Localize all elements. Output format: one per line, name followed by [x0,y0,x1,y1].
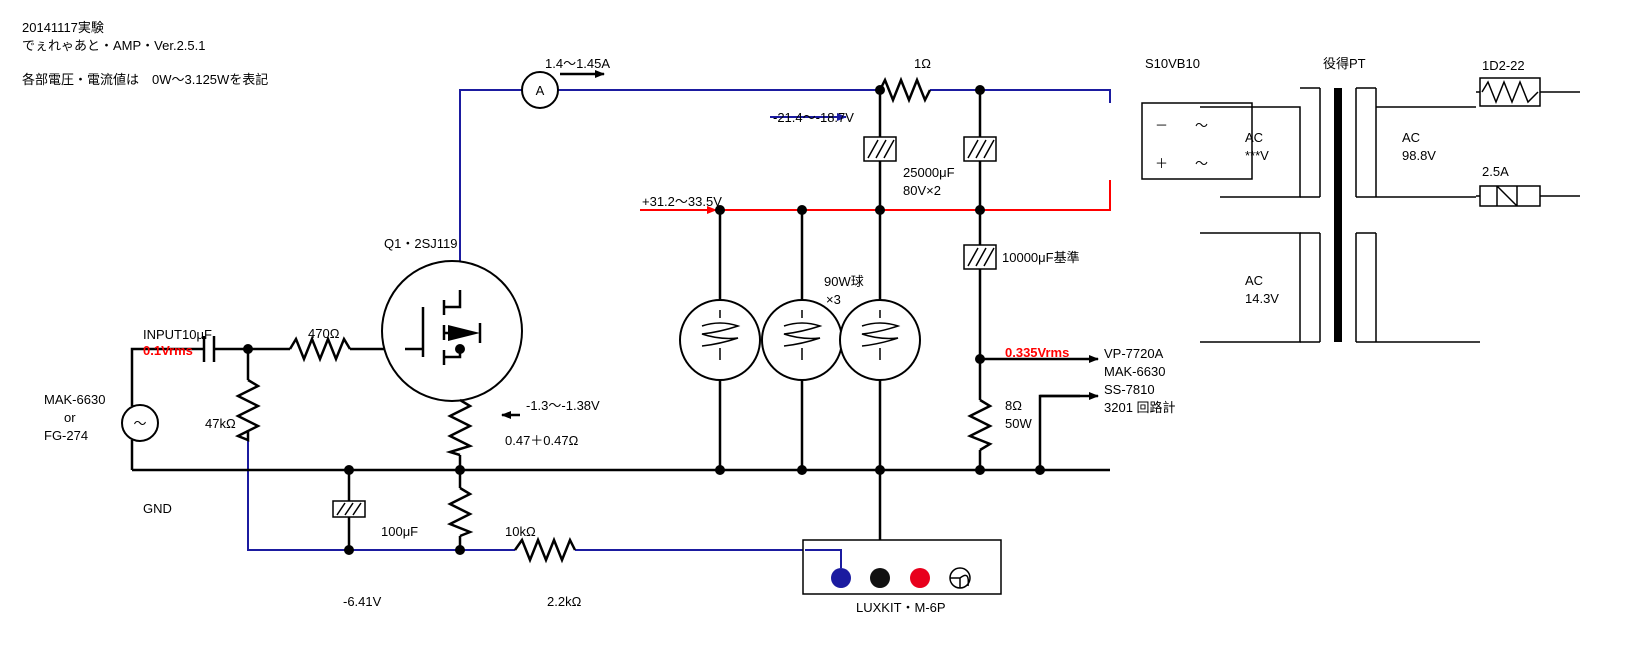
source-label-3: FG-274 [44,428,88,443]
ac-sec-bottom-voltage: 14.3V [1245,291,1279,306]
meter-label-1: VP-7720A [1104,346,1164,361]
output-level: 0.335Vrms [1005,345,1069,360]
resistor-1ohm [878,76,932,104]
luxkit-terminal-ground [949,567,971,589]
resistor-2k2 [513,536,577,564]
ac-label-1: AC [1245,130,1263,145]
luxkit-terminal-blue [831,568,851,588]
transformer-secondary-bottom [1200,232,1301,343]
transformer-primary-bottom [1355,232,1480,343]
bulbs-count: ×3 [826,292,841,307]
title-date: 20141117実験 [22,20,104,35]
transformer-primary-top [1355,87,1377,198]
resistor-2k2-label: 2.2kΩ [547,594,582,609]
bridge-rectifier [1141,102,1253,180]
load-resistor-8ohm [966,398,993,452]
rectifier-ac-1: ～ [1195,118,1208,133]
resistor-10k [446,486,474,538]
input-cap-label: INPUT10μF [143,327,212,342]
input-level: 0.1Vrms [143,343,193,358]
cap-100-label: 100μF [381,524,418,539]
bulbs-label: 90W球 [824,274,864,289]
pos-voltage-label: +31.2～33.5V [642,194,722,209]
resistor-470 [288,335,352,363]
rectifier-label: S10VB10 [1145,56,1200,71]
wire-meter-tap [1038,394,1080,470]
transformer-secondary-top [1200,106,1301,198]
diode-box [1479,77,1541,107]
rectifier-plus: ＋ [1155,156,1168,171]
cap-main-count: 80V×2 [903,183,941,198]
gate-voltage-label: -1.3～-1.38V [526,398,600,413]
cap-main-value: 25000μF [903,165,955,180]
ac-label-3: AC [1402,130,1420,145]
voltage-641-label: -6.41V [343,594,382,609]
luxkit-terminal-black [870,568,890,588]
source-symbol: ～ [133,416,146,431]
ac-sec-top-voltage: ***V [1245,148,1269,163]
load-resistance-label: 8Ω [1005,398,1022,413]
diode-label: 1D2-22 [1482,58,1525,73]
meter-label-3: SS-7810 [1104,382,1155,397]
q1-label: Q1・2SJ119 [384,236,457,251]
load-wattage-label: 50W [1005,416,1032,431]
signal-source: ～ [121,404,159,442]
red-wire-positive-rail [640,180,1111,211]
neg-voltage-label: -21.4～-18.7V [773,110,854,125]
title-note: 各部電圧・電流値は 0W～3.125Wを表記 [22,72,268,87]
bulb-2 [761,299,843,381]
resistor-047 [445,398,474,457]
transformer-label: 役得PT [1323,56,1366,71]
blue-wire-luxkit-end [805,549,842,568]
source-label-2: or [64,410,76,425]
cap-ref-label: 10000μF基準 [1002,250,1080,265]
input-capacitor [194,336,222,362]
blue-wire-drain [459,89,522,290]
transformer-primary-top-lead [1376,106,1476,198]
fuse-box [1479,185,1541,207]
luxkit-meter-box [802,539,1002,595]
resistor-47k [234,378,261,442]
fuse-label: 2.5A [1482,164,1509,179]
meter-label-2: MAK-6630 [1104,364,1165,379]
junction-dots [243,85,1045,555]
luxkit-label: LUXKIT・M-6P [856,600,946,615]
resistor-1ohm-label: 1Ω [914,56,931,71]
fuse-symbol [1496,185,1518,207]
source-label-1: MAK-6630 [44,392,105,407]
meter-label-4: 3201 回路計 [1104,400,1176,415]
diode-symbol [1481,79,1539,105]
capacitor-100uf [332,500,366,518]
ac-primary-voltage: 98.8V [1402,148,1436,163]
luxkit-terminal-red [910,568,930,588]
wire-source-top [130,347,194,406]
capacitor-25000uf-left [863,136,897,162]
title-amp-version: でぇれゃあと・AMP・Ver.2.5.1 [22,38,206,53]
ac-label-2: AC [1245,273,1263,288]
ammeter: A [521,71,559,109]
transformer-core [1334,88,1342,342]
mosfet-q1 [381,260,523,402]
resistor-47k-label: 47kΩ [205,416,236,431]
bulb-3 [839,299,921,381]
rectifier-minus: － [1155,118,1168,133]
capacitor-25000uf-right [963,136,997,162]
ammeter-reading: 1.4～1.45A [545,56,610,71]
resistor-470-label: 470Ω [308,326,340,341]
capacitor-10000uf [963,244,997,270]
bulb-1 [679,299,761,381]
gnd-label: GND [143,501,172,516]
rectifier-ac-2: ～ [1195,156,1208,171]
blue-wire-1ohm-to-rectifier [930,89,1111,103]
resistor-10k-label: 10kΩ [505,524,536,539]
ammeter-symbol: A [536,83,545,98]
resistor-047-label: 0.47＋0.47Ω [505,433,579,448]
